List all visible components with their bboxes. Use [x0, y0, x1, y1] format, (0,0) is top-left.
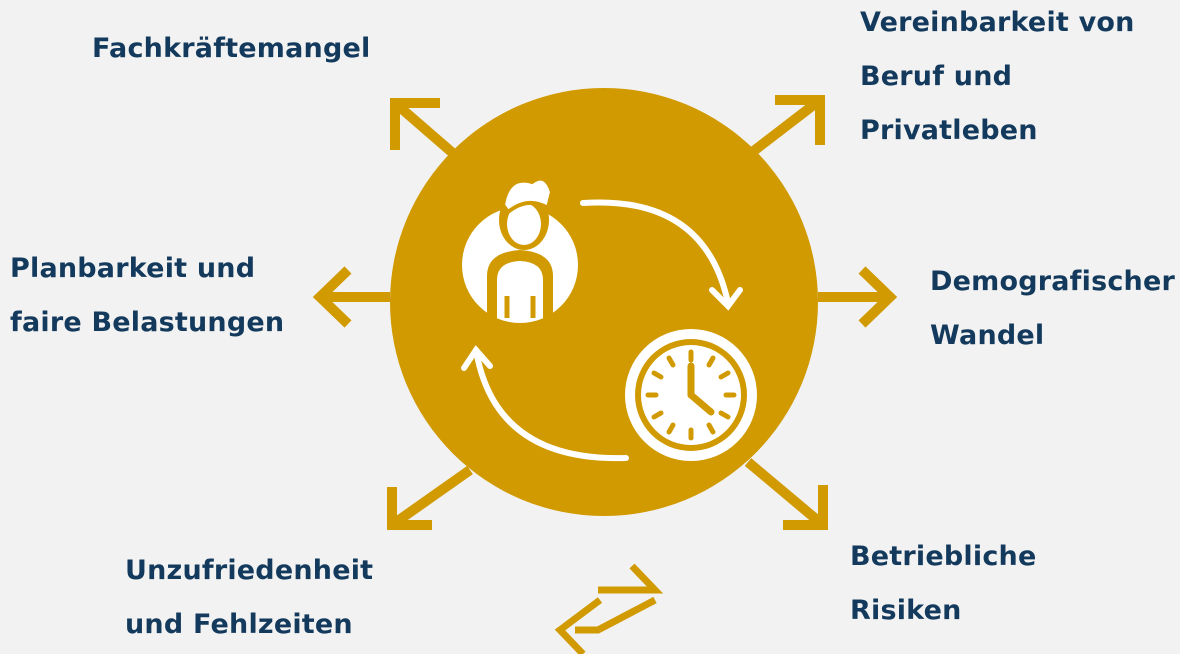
clock-icon — [625, 329, 757, 461]
cycle-arrows-icon — [461, 199, 743, 462]
label-betriebliche-risiken: Betriebliche Risiken — [850, 541, 1037, 626]
arrow-right-icon — [818, 266, 898, 328]
arrow-up-right-icon — [738, 95, 825, 164]
central-circle — [390, 88, 818, 516]
arrow-left-icon — [312, 266, 390, 328]
exchange-arrows-icon — [554, 563, 664, 654]
label-demografischer-wandel: Demografischer Wandel — [930, 266, 1175, 351]
label-unzufriedenheit: Unzufriedenheit und Fehlzeiten — [125, 555, 374, 640]
label-fachkraeftemangel: Fachkräftemangel — [92, 33, 371, 64]
arrow-down-right-icon — [744, 458, 828, 530]
arrow-down-left-icon — [387, 465, 473, 530]
label-planbarkeit: Planbarkeit und faire Belastungen — [10, 253, 285, 338]
label-vereinbarkeit: Vereinbarkeit von Beruf und Privatleben — [860, 7, 1135, 146]
person-icon — [462, 176, 578, 323]
